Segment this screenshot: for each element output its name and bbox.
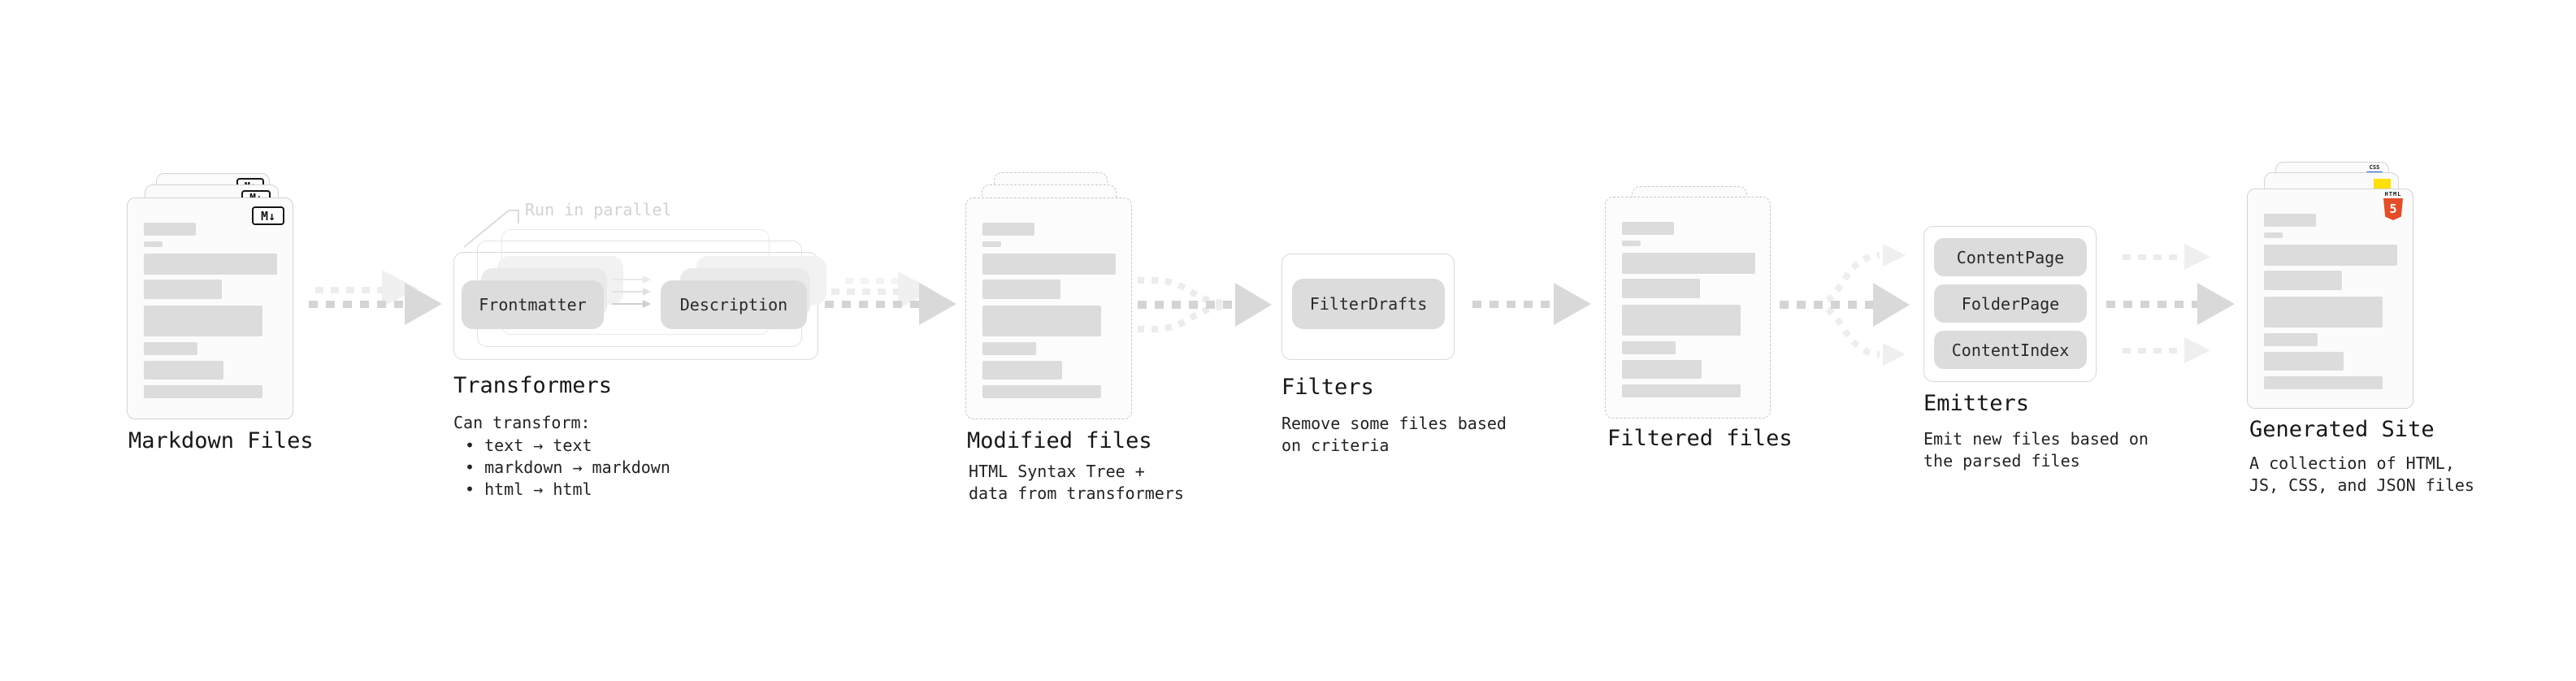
run-in-parallel-annotation: Run in parallel	[525, 200, 672, 219]
modified-files-subtitle: HTML Syntax Tree +	[969, 462, 1145, 481]
arrow-fanin-to-filters	[1138, 277, 1272, 332]
emitters-box: ContentPage FolderPage ContentIndex	[1923, 226, 2097, 382]
skeleton-bar	[1622, 360, 1702, 379]
skeleton-bar	[144, 280, 222, 299]
filters-subtitle: on criteria	[1281, 436, 1390, 455]
html5-icon: HTML 5	[2383, 191, 2404, 220]
arrow-head-icon	[1873, 283, 1910, 327]
file-card-front	[965, 197, 1132, 419]
skeleton-bar	[1622, 222, 1674, 235]
arrow-head-ghost	[1883, 343, 1906, 366]
skeleton-bar	[144, 223, 196, 236]
annotation-callout-line	[463, 210, 519, 248]
generated-site-subtitle: JS, CSS, and JSON files	[2249, 475, 2474, 495]
file-card-front: HTML 5	[2247, 189, 2413, 409]
skeleton-bar	[982, 342, 1036, 355]
skeleton-text-lines	[982, 198, 1131, 419]
skeleton-bar	[982, 241, 1001, 247]
filtered-files-label: Filtered files	[1607, 426, 1793, 451]
filters-title: Filters	[1281, 375, 1374, 400]
contentindex-pill: ContentIndex	[1934, 331, 2087, 369]
skeleton-bar	[982, 306, 1101, 336]
skeleton-bar	[144, 254, 277, 275]
skeleton-bar	[982, 254, 1116, 275]
description-pill: Description	[661, 280, 807, 329]
skeleton-bar	[1622, 305, 1741, 336]
transformers-bullet: • markdown → markdown	[465, 458, 670, 477]
transformers-caption: Can transform:	[453, 413, 591, 432]
skeleton-bar	[1622, 253, 1755, 274]
skeleton-bar	[144, 306, 262, 336]
skeleton-text-lines	[144, 198, 293, 419]
arrow-fanout-to-emitters	[1780, 244, 1910, 366]
skeleton-bar	[144, 241, 163, 247]
modified-files-label: Modified files	[967, 428, 1152, 453]
arrow-head-ghost	[1883, 244, 1906, 267]
skeleton-bar	[1622, 384, 1741, 397]
frontmatter-pill: Frontmatter	[462, 280, 604, 329]
arrow-head-icon	[1235, 283, 1272, 327]
skeleton-bar	[982, 280, 1060, 299]
filters-subtitle: Remove some files based	[1281, 414, 1507, 433]
arrow-head-icon	[1554, 283, 1591, 325]
modified-files-subtitle: data from transformers	[969, 484, 1184, 503]
arrow-head-ghost	[2184, 244, 2210, 270]
contentpage-pill: ContentPage	[1934, 238, 2087, 276]
transformers-bullet: • text → text	[465, 436, 592, 455]
skeleton-bar	[2264, 232, 2283, 238]
file-card-front: M↓	[127, 197, 293, 419]
skeleton-text-lines	[2264, 189, 2413, 408]
transformers-title: Transformers	[453, 373, 613, 398]
emitters-title: Emitters	[1923, 391, 2030, 416]
skeleton-bar	[2264, 214, 2316, 227]
skeleton-bar	[2264, 271, 2342, 290]
skeleton-text-lines	[1622, 197, 1770, 418]
markdown-files-label: Markdown Files	[128, 428, 314, 453]
file-card-front	[1605, 197, 1771, 419]
arrow-head-icon	[2197, 283, 2235, 325]
skeleton-bar	[2264, 352, 2344, 371]
arrow-head-icon	[919, 283, 956, 325]
skeleton-bar	[2264, 376, 2383, 389]
arrow-head-icon	[405, 283, 442, 325]
skeleton-bar	[144, 361, 223, 380]
arrow-head-ghost	[2184, 337, 2210, 363]
skeleton-bar	[144, 385, 262, 398]
generated-site-subtitle: A collection of HTML,	[2249, 453, 2455, 473]
parallel-arrows-icon	[612, 275, 651, 308]
filters-box: FilterDrafts	[1281, 254, 1455, 360]
skeleton-bar	[982, 223, 1034, 236]
emitters-subtitle: Emit new files based on	[1923, 429, 2149, 449]
skeleton-bar	[1622, 341, 1676, 354]
skeleton-bar	[1622, 279, 1700, 298]
transformer-frame-front	[453, 252, 818, 360]
markdown-badge-icon: M↓	[252, 206, 284, 225]
filterdrafts-pill: FilterDrafts	[1292, 279, 1445, 329]
generated-site-label: Generated Site	[2249, 417, 2435, 442]
folderpage-pill: FolderPage	[1934, 284, 2087, 323]
skeleton-bar	[2264, 245, 2397, 266]
skeleton-bar	[1622, 241, 1641, 246]
skeleton-bar	[2264, 297, 2383, 327]
skeleton-bar	[2264, 333, 2318, 346]
skeleton-bar	[144, 342, 197, 355]
emitters-subtitle: the parsed files	[1923, 451, 2080, 471]
transformers-bullet: • html → html	[465, 479, 592, 499]
skeleton-bar	[982, 361, 1062, 380]
skeleton-bar	[982, 385, 1101, 398]
